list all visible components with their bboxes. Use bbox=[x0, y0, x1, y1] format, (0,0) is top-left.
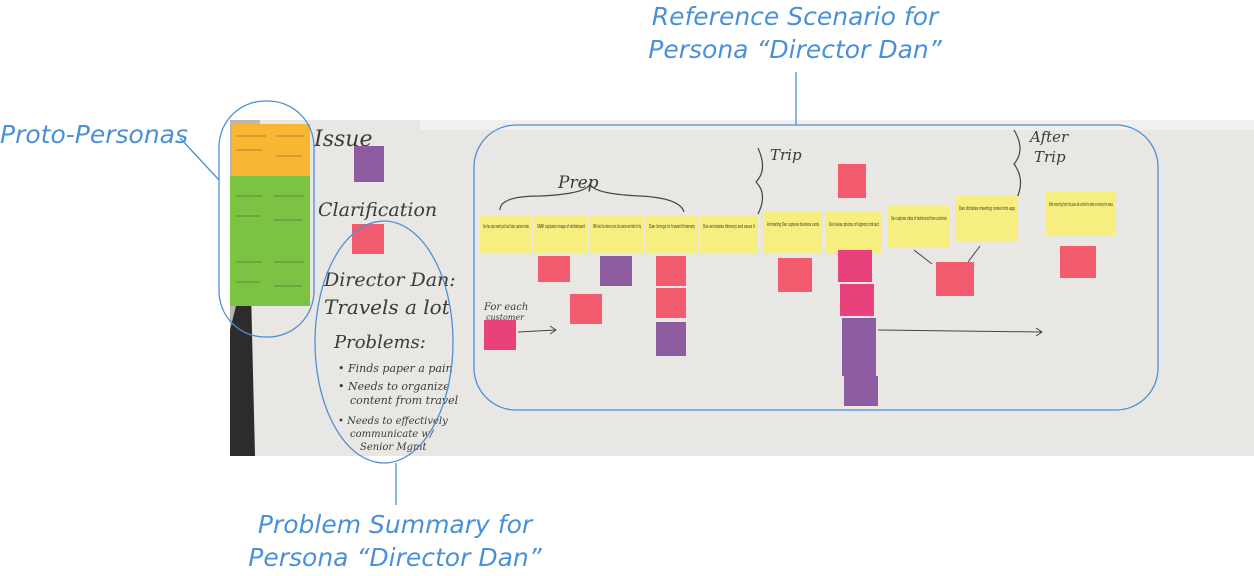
prep-brace bbox=[499, 182, 685, 213]
step-sticky bbox=[888, 206, 950, 248]
step-text-2: SNAP captures image of whiteboard bbox=[537, 224, 585, 230]
reference-scenario-line2: Persona “Director Dan” bbox=[648, 35, 942, 64]
phase-after: After bbox=[1028, 128, 1069, 146]
step-text-5: Dan annotates itinerary and saves it bbox=[703, 224, 755, 230]
proto-personas-callout: Proto-Personas bbox=[0, 118, 200, 151]
step-sticky bbox=[700, 216, 758, 254]
step-text-3: SNAP asks Dan where to store. Dan create… bbox=[593, 224, 641, 230]
step-text-1: Dan has prep meeting w/ local Sales, cap… bbox=[483, 224, 529, 230]
reference-scenario-outline bbox=[473, 124, 1159, 411]
arrow-head-1 bbox=[549, 325, 557, 335]
phase-after-trip: Trip bbox=[1034, 148, 1066, 166]
step-sticky bbox=[480, 216, 532, 254]
reference-scenario-callout: Reference Scenario for Persona “Director… bbox=[600, 0, 990, 66]
clarification-label: Clarification bbox=[318, 199, 437, 221]
proto-personas-label: Proto-Personas bbox=[0, 120, 189, 149]
issue-sticky bbox=[354, 146, 384, 182]
trip-brace bbox=[755, 147, 764, 215]
problem-3b: communicate w/ bbox=[350, 429, 435, 440]
step-text-7: Dan takes photos of signed contract bbox=[829, 222, 879, 228]
step-sticky bbox=[590, 216, 644, 254]
step-sticky bbox=[1046, 192, 1116, 236]
for-each-label: For each bbox=[483, 302, 528, 313]
problem-summary-line2: Persona “Director Dan” bbox=[248, 543, 542, 572]
step-text-9: Dan dictates meeting notes into app bbox=[959, 206, 1015, 212]
step-text-10: After returning from trip uses all conte… bbox=[1049, 202, 1113, 208]
problems-heading: Problems: bbox=[333, 332, 426, 353]
whiteboard-surface bbox=[230, 120, 1254, 456]
after-brace bbox=[1013, 129, 1022, 201]
arrow-right-up bbox=[967, 245, 981, 263]
persona-trait: Travels a lot bbox=[324, 295, 451, 319]
phase-prep: Prep bbox=[557, 173, 599, 193]
arrow-line-1 bbox=[517, 329, 557, 333]
scenario-steps bbox=[480, 192, 1116, 254]
step-sticky bbox=[956, 196, 1018, 242]
customer-label: customer bbox=[486, 313, 525, 322]
arrow-head-2 bbox=[1035, 327, 1043, 337]
proto-personas-leader bbox=[179, 137, 220, 181]
problem-summary-outline bbox=[314, 220, 454, 464]
reference-scenario-line1: Reference Scenario for bbox=[651, 2, 939, 31]
problem-summary-line1: Problem Summary for bbox=[257, 510, 533, 539]
problem-summary-callout: Problem Summary for Persona “Director Da… bbox=[220, 508, 570, 574]
step-text-8: Dan captures video of testimonial from c… bbox=[891, 216, 947, 222]
step-sticky bbox=[826, 212, 882, 254]
proto-personas-outline bbox=[218, 100, 315, 338]
proto-persona-stickies bbox=[230, 124, 310, 306]
clarification-sticky bbox=[352, 224, 384, 254]
arrow-line-2 bbox=[877, 329, 1043, 333]
step-sticky bbox=[646, 216, 698, 254]
persona-name: Director Dan: bbox=[323, 269, 456, 291]
problem-1: • Finds paper a pain bbox=[338, 362, 453, 375]
issue-stickies bbox=[484, 164, 1096, 406]
step-text-6: At meeting Dan captures business cards bbox=[767, 222, 819, 228]
problem-3: • Needs to effectively bbox=[338, 416, 448, 427]
arrow-left-up bbox=[913, 249, 933, 265]
step-text-4: Dan brings in travel itinerary bbox=[649, 224, 695, 230]
problem-3c: Senior Mgmt bbox=[360, 442, 428, 453]
step-sticky bbox=[534, 216, 588, 254]
problem-2: • Needs to organize bbox=[338, 380, 450, 393]
step-sticky bbox=[764, 212, 822, 254]
problem-2b: content from travel bbox=[350, 394, 459, 407]
phase-trip: Trip bbox=[770, 146, 802, 164]
